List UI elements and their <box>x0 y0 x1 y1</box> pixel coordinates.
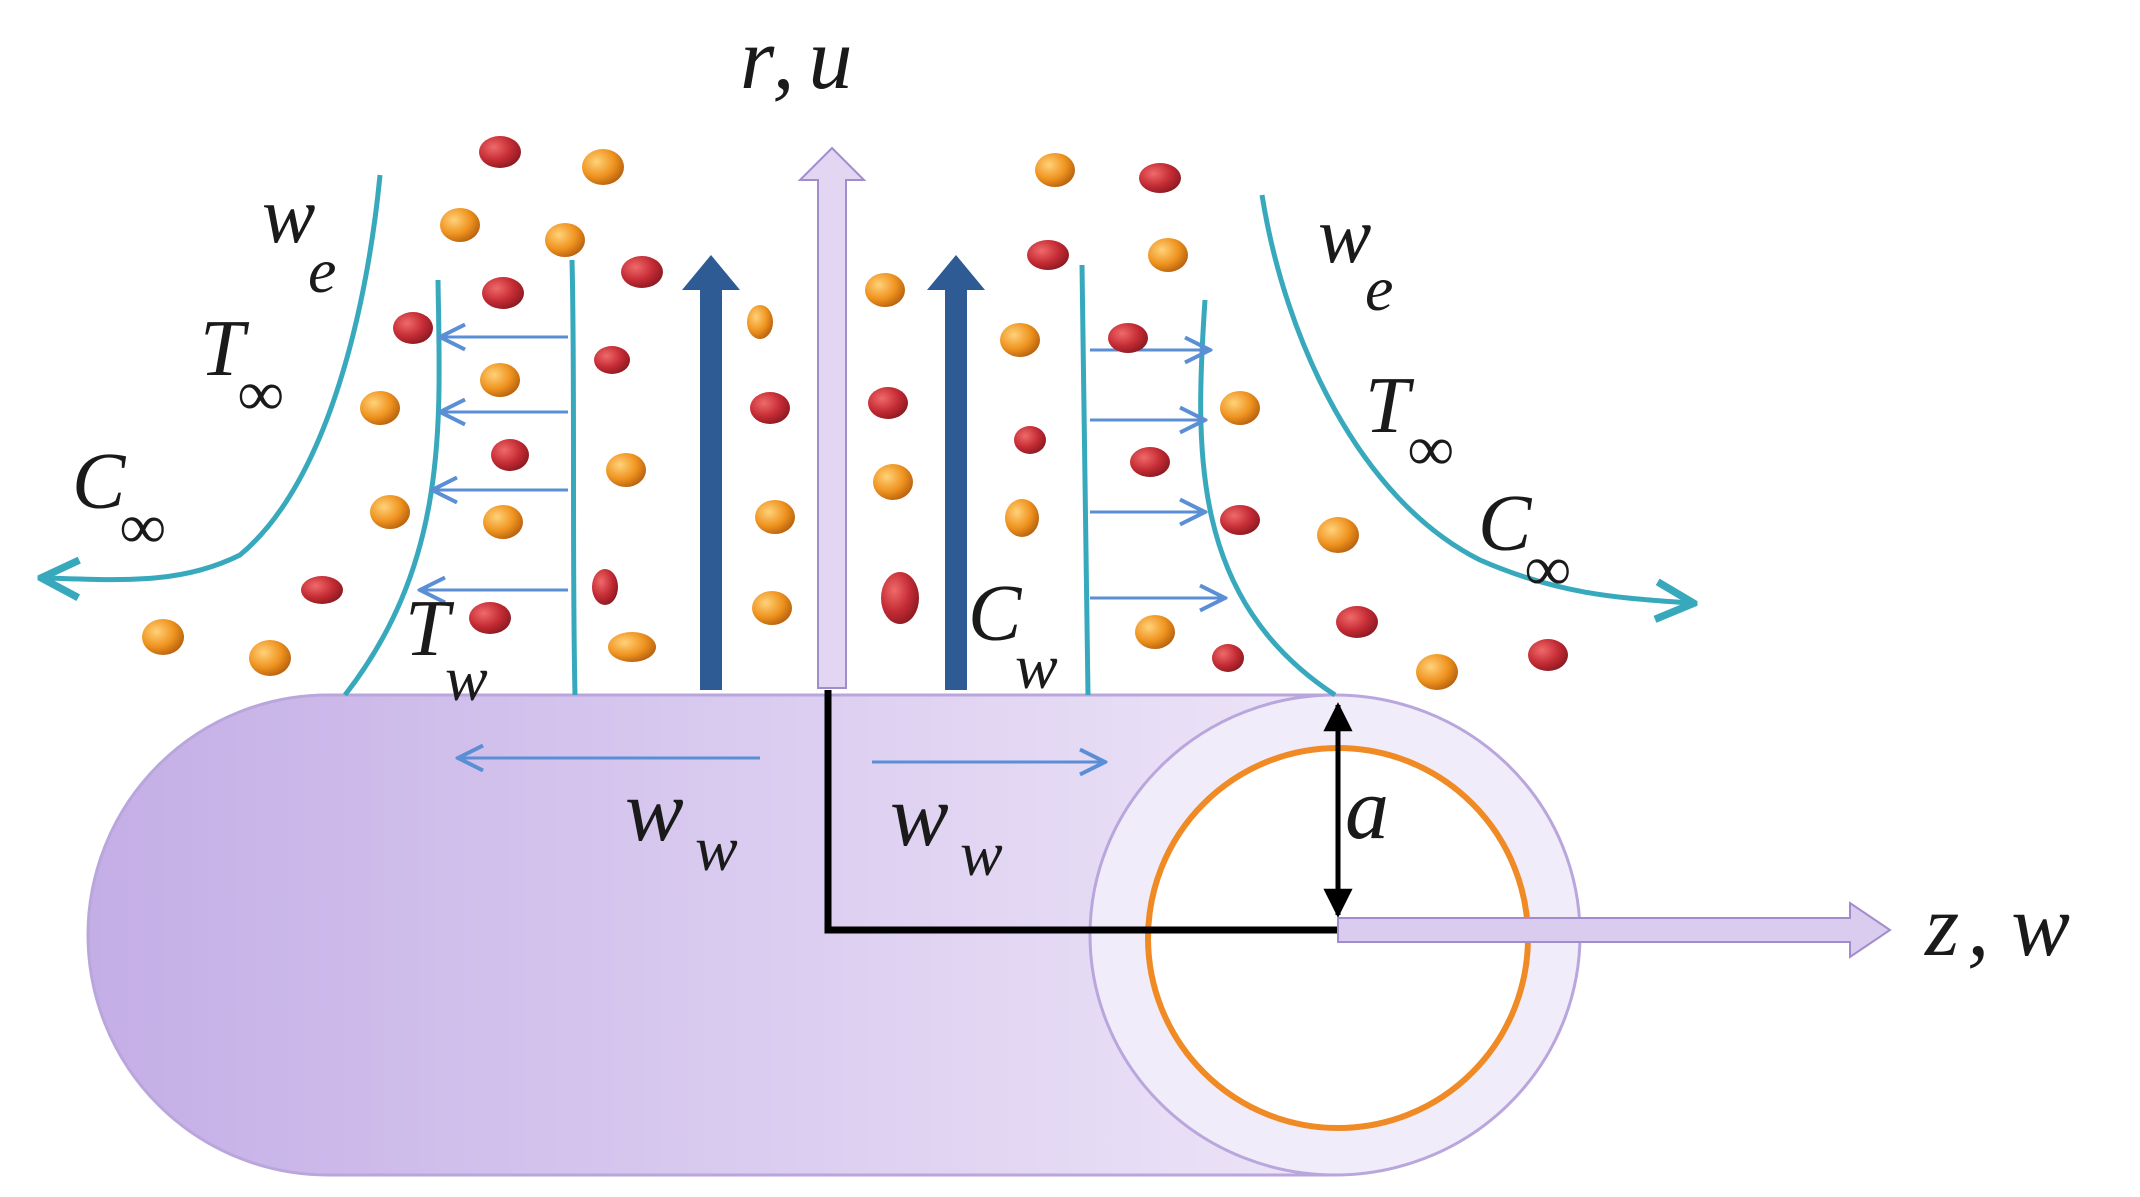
red-particles <box>301 136 1568 672</box>
svg-text:w: w <box>1015 631 1058 702</box>
cylinder <box>86 693 1582 1177</box>
svg-text:w: w <box>445 643 488 714</box>
thick-vertical-arrows <box>682 255 985 690</box>
svg-text:C: C <box>968 570 1023 658</box>
r-axis-arrow <box>797 146 867 689</box>
profile-left-inner <box>569 259 578 696</box>
svg-text:∞: ∞ <box>238 358 284 429</box>
axis-label-z-w: z,w <box>1924 878 2070 975</box>
svg-text:e: e <box>308 235 336 306</box>
svg-text:w: w <box>262 172 315 260</box>
svg-text:w: w <box>1318 192 1371 280</box>
label-cinf-left: C ∞ <box>72 438 166 562</box>
z-axis-arrow <box>1337 901 1892 959</box>
svg-text:e: e <box>1365 253 1393 324</box>
svg-text:T: T <box>405 585 455 673</box>
axis-label-r-u: r,u <box>740 11 853 108</box>
svg-text:w: w <box>890 768 949 865</box>
thin-arrows-right <box>1090 350 1225 598</box>
labels: r,u z,w w e w e T ∞ T ∞ C ∞ C ∞ <box>72 11 2070 975</box>
label-tinf-right: T ∞ <box>1365 362 1454 484</box>
svg-text:T: T <box>200 305 250 393</box>
label-tw: T w <box>405 585 488 714</box>
profile-right-mid <box>1198 299 1337 698</box>
thick-arrow-left <box>682 255 740 690</box>
svg-text:T: T <box>1365 362 1415 450</box>
label-radius-a: a <box>1345 761 1389 858</box>
label-cw: C w <box>968 570 1058 702</box>
surface-stretching-arrows <box>458 758 1105 762</box>
profile-left-outer <box>45 174 383 580</box>
label-we-right: w e <box>1318 192 1393 324</box>
profile-right-outer <box>1259 194 1690 603</box>
svg-text:∞: ∞ <box>1408 413 1454 484</box>
thick-arrow-right <box>927 255 985 690</box>
svg-text:∞: ∞ <box>120 491 166 562</box>
axes-frame <box>824 690 1353 934</box>
particles <box>142 136 1568 690</box>
label-we-left: w e <box>262 172 336 306</box>
axis-frame-lines <box>824 690 1338 934</box>
orange-particles <box>142 149 1458 690</box>
label-ww-left: w w <box>625 763 738 884</box>
label-ww-right: w w <box>890 768 1003 889</box>
svg-text:C: C <box>1478 480 1533 568</box>
label-cinf-right: C ∞ <box>1478 480 1571 604</box>
svg-text:w: w <box>695 813 738 884</box>
cylinder-body <box>86 693 1332 1177</box>
label-tinf-left: T ∞ <box>200 305 284 429</box>
thin-arrows-left <box>420 337 568 590</box>
svg-text:w: w <box>625 763 684 860</box>
profile-right-inner <box>1079 264 1091 696</box>
svg-text:w: w <box>960 818 1003 889</box>
svg-text:C: C <box>72 438 127 526</box>
svg-text:∞: ∞ <box>1525 533 1571 604</box>
